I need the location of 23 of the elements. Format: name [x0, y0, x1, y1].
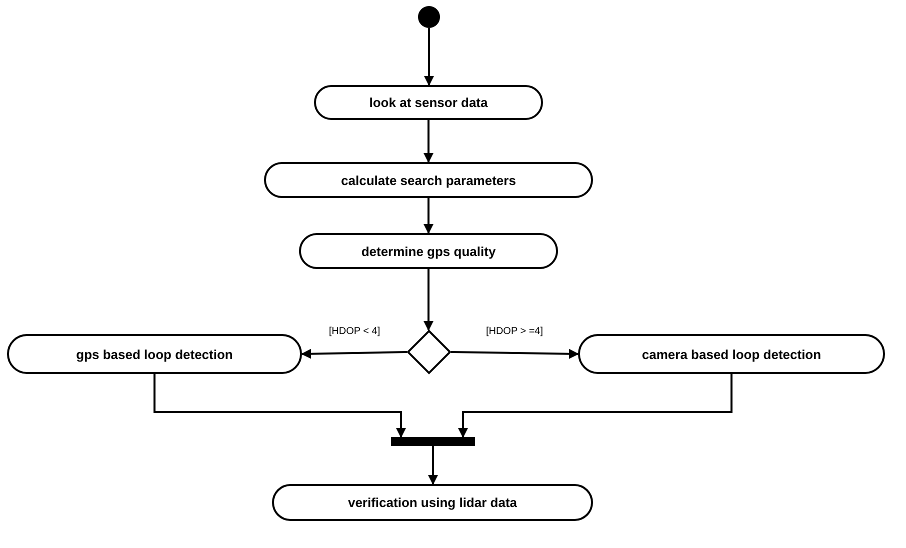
activity-box — [272, 484, 593, 521]
activity-box — [299, 233, 558, 269]
arrow — [450, 348, 579, 359]
arrow — [424, 120, 434, 163]
activity-label: camera based loop detection — [642, 346, 822, 362]
activity-label: gps based loop detection — [76, 346, 233, 362]
arrow — [154, 374, 406, 438]
activity-label: calculate search parameters — [341, 172, 516, 188]
guard-label: [HDOP > =4] — [484, 326, 544, 337]
arrow — [301, 348, 408, 359]
activity-box — [578, 334, 885, 374]
guard-label: [HDOP < 4] — [328, 326, 382, 337]
arrow — [428, 446, 438, 485]
activity-label: look at sensor data — [369, 95, 488, 110]
activity-box — [314, 85, 543, 120]
arrow — [458, 374, 732, 438]
activity-label: determine gps quality — [361, 244, 496, 258]
arrow — [424, 198, 434, 234]
activity-box — [7, 334, 302, 374]
arrow — [424, 28, 434, 86]
activity-box — [264, 162, 593, 198]
arrow — [424, 269, 434, 331]
activity-label: verification using lidar data — [348, 495, 518, 510]
